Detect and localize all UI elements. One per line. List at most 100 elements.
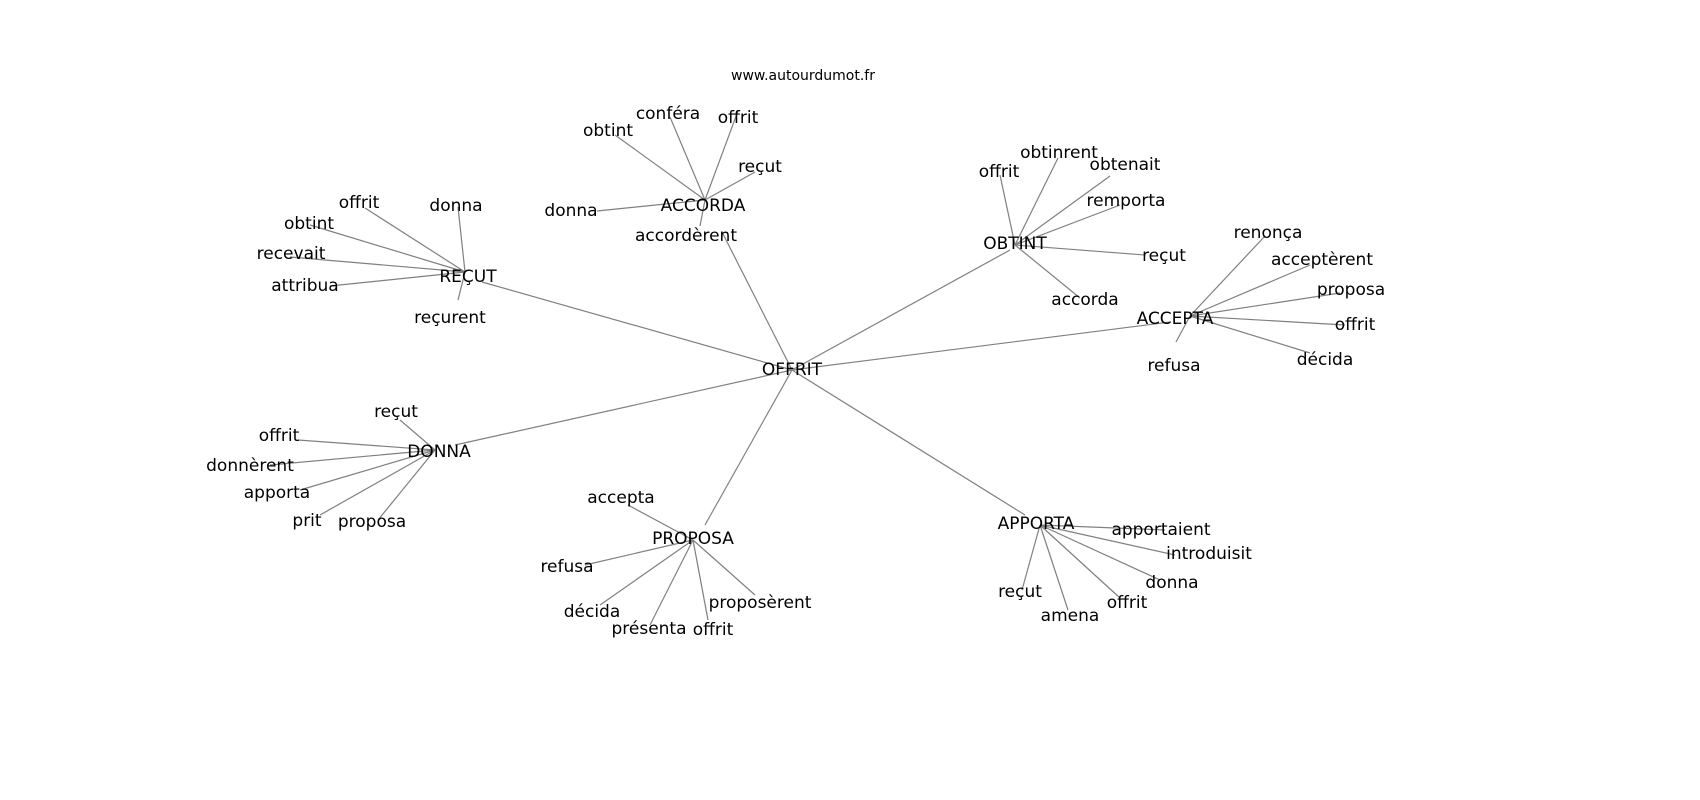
leaf-edge bbox=[269, 449, 436, 466]
hub-edge bbox=[791, 249, 1011, 371]
cluster-node-label[interactable]: APPORTA bbox=[998, 514, 1075, 534]
leaf-edge bbox=[627, 504, 694, 541]
leaf-node-label[interactable]: apportaient bbox=[1111, 520, 1210, 540]
hub-edge bbox=[454, 369, 793, 446]
leaf-node-label[interactable]: reçut bbox=[374, 402, 418, 422]
leaf-node-label[interactable]: offrit bbox=[1107, 593, 1148, 613]
leaf-node-label[interactable]: conféra bbox=[636, 104, 700, 124]
hub-edge bbox=[704, 369, 793, 526]
leaf-edge bbox=[377, 449, 436, 521]
leaf-edge bbox=[364, 207, 466, 273]
leaf-edge bbox=[1175, 315, 1191, 343]
leaf-edge bbox=[399, 419, 436, 451]
leaf-node-label[interactable]: acceptèrent bbox=[1271, 250, 1373, 270]
leaf-edge bbox=[999, 174, 1016, 246]
leaf-node-label[interactable]: offrit bbox=[1335, 315, 1376, 335]
leaf-edge bbox=[1039, 524, 1121, 599]
hub-edge bbox=[721, 231, 793, 371]
leaf-edge bbox=[1039, 524, 1166, 531]
leaf-edge bbox=[584, 539, 694, 566]
leaf-edge bbox=[1039, 524, 1176, 556]
leaf-edge bbox=[319, 449, 436, 516]
leaf-edge bbox=[309, 224, 466, 273]
leaf-node-label[interactable]: obtinrent bbox=[1020, 143, 1098, 163]
leaf-node-label[interactable]: prit bbox=[292, 511, 322, 531]
leaf-edge bbox=[457, 206, 466, 273]
leaf-node-label[interactable]: donna bbox=[544, 201, 597, 221]
hub-edge bbox=[481, 281, 793, 371]
cluster-node-label[interactable]: OBTINT bbox=[983, 234, 1047, 254]
leaf-node-label[interactable]: proposa bbox=[1317, 280, 1385, 300]
leaf-node-label[interactable]: offrit bbox=[693, 620, 734, 640]
site-title: www.autourdumot.fr bbox=[731, 68, 875, 84]
leaf-node-label[interactable]: donnèrent bbox=[206, 456, 294, 476]
leaf-edge bbox=[704, 171, 756, 201]
cluster-node-label[interactable]: ACCORDA bbox=[661, 196, 746, 216]
leaf-edge bbox=[297, 439, 436, 451]
cluster-node-label[interactable]: REÇUT bbox=[439, 267, 497, 287]
leaf-edge bbox=[1189, 264, 1311, 317]
leaf-edge bbox=[599, 539, 694, 606]
leaf-node-label[interactable]: accorda bbox=[1051, 290, 1118, 310]
leaf-node-label[interactable]: décida bbox=[564, 602, 621, 622]
leaf-node-label[interactable]: accepta bbox=[587, 488, 654, 508]
leaf-node-label[interactable]: donna bbox=[1145, 573, 1198, 593]
leaf-edge bbox=[329, 271, 466, 287]
leaf-edge bbox=[669, 116, 706, 201]
leaf-node-label[interactable]: présenta bbox=[611, 619, 686, 639]
leaf-node-label[interactable]: recevait bbox=[257, 244, 326, 264]
leaf-edge bbox=[1039, 524, 1069, 611]
leaf-node-label[interactable]: donna bbox=[429, 196, 482, 216]
leaf-node-label[interactable]: obtint bbox=[583, 121, 633, 141]
leaf-edge bbox=[649, 539, 694, 626]
leaf-node-label[interactable]: attribua bbox=[271, 276, 338, 296]
leaf-edge bbox=[1014, 157, 1059, 246]
leaf-edge bbox=[289, 256, 466, 273]
cluster-node-label[interactable]: ACCEPTA bbox=[1137, 309, 1214, 329]
leaf-edge bbox=[614, 134, 706, 201]
leaf-node-label[interactable]: obtenait bbox=[1090, 155, 1161, 175]
leaf-edge bbox=[692, 539, 709, 621]
leaf-edge bbox=[1189, 235, 1266, 317]
leaf-node-label[interactable]: offrit bbox=[979, 162, 1020, 182]
leaf-node-label[interactable]: offrit bbox=[718, 108, 759, 128]
leaf-edge bbox=[596, 199, 706, 212]
leaf-node-label[interactable]: proposèrent bbox=[709, 593, 812, 613]
labels: www.autourdumot.frOFFRITACCORDAobtintcon… bbox=[206, 68, 1385, 640]
leaf-node-label[interactable]: reçurent bbox=[414, 308, 486, 328]
leaf-node-label[interactable]: reçut bbox=[998, 582, 1042, 602]
leaf-node-label[interactable]: offrit bbox=[339, 193, 380, 213]
leaf-node-label[interactable]: amena bbox=[1041, 606, 1100, 626]
leaf-edge bbox=[692, 539, 756, 596]
leaf-edge bbox=[1014, 244, 1146, 256]
leaf-edge bbox=[1014, 175, 1111, 246]
leaf-edge bbox=[299, 449, 436, 491]
leaf-edge bbox=[704, 110, 739, 201]
leaf-edge bbox=[1014, 244, 1081, 299]
leaf-edge bbox=[1189, 292, 1341, 317]
leaf-node-label[interactable]: refusa bbox=[1147, 356, 1200, 376]
hub-edge bbox=[791, 369, 1026, 516]
cluster-node-label[interactable]: DONNA bbox=[407, 442, 471, 462]
leaf-edge bbox=[1014, 204, 1121, 246]
leaf-edge bbox=[1021, 524, 1041, 591]
leaf-node-label[interactable]: introduisit bbox=[1166, 544, 1252, 564]
leaf-edge bbox=[457, 271, 466, 301]
leaf-node-label[interactable]: renonça bbox=[1234, 223, 1303, 243]
leaf-node-label[interactable]: obtint bbox=[284, 214, 334, 234]
leaf-node-label[interactable]: remporta bbox=[1087, 191, 1166, 211]
hub-node-label[interactable]: OFFRIT bbox=[762, 360, 823, 380]
leaf-edge bbox=[1189, 315, 1346, 326]
leaf-node-label[interactable]: offrit bbox=[259, 426, 300, 446]
leaf-edge bbox=[1189, 315, 1311, 354]
cluster-node-label[interactable]: PROPOSA bbox=[652, 529, 734, 549]
leaf-node-label[interactable]: décida bbox=[1297, 350, 1354, 370]
edges bbox=[269, 110, 1346, 626]
leaf-node-label[interactable]: refusa bbox=[540, 557, 593, 577]
leaf-node-label[interactable]: reçut bbox=[738, 157, 782, 177]
leaf-node-label[interactable]: accordèrent bbox=[635, 226, 737, 246]
leaf-node-label[interactable]: reçut bbox=[1142, 246, 1186, 266]
leaf-node-label[interactable]: proposa bbox=[338, 512, 406, 532]
leaf-node-label[interactable]: apporta bbox=[244, 483, 310, 503]
